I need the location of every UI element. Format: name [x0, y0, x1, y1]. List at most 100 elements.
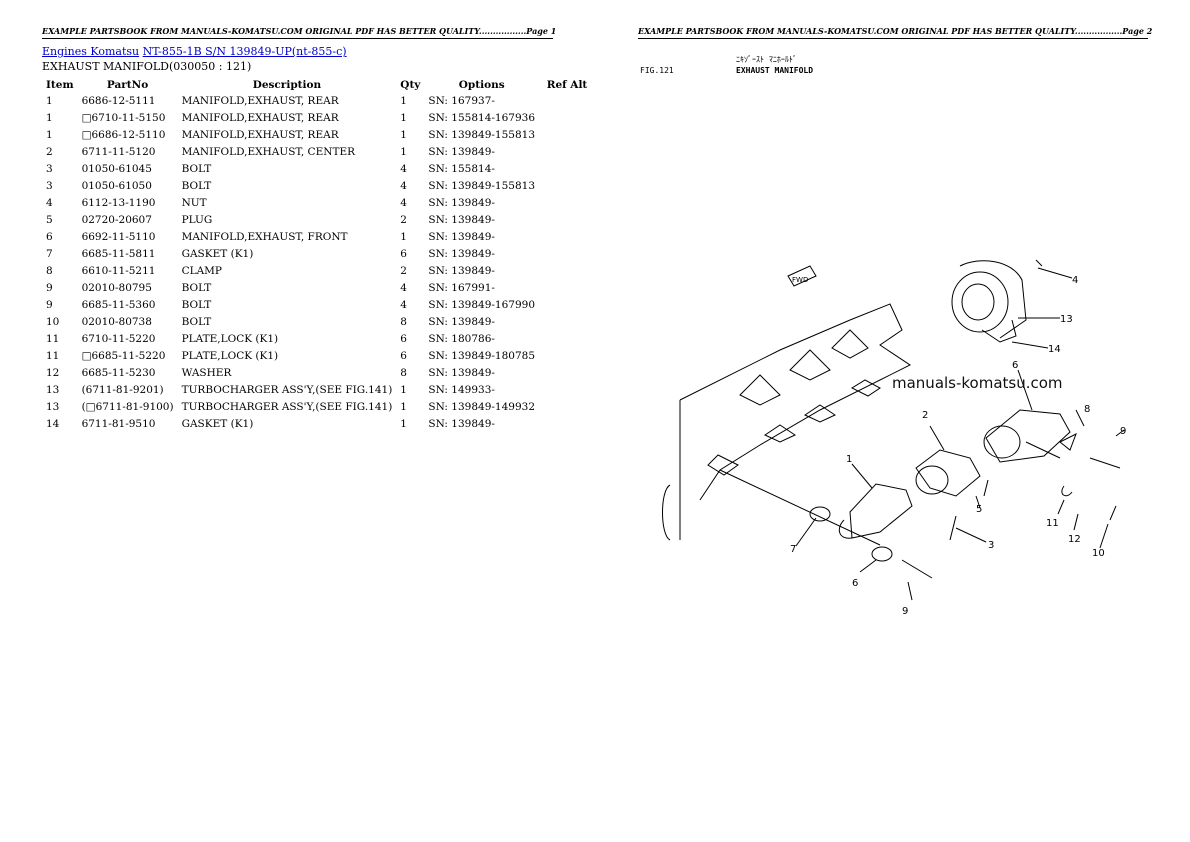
table-header-row: Item PartNo Description Qty Options Ref …: [42, 77, 595, 92]
parts-table: Item PartNo Description Qty Options Ref …: [42, 77, 595, 432]
callout-2: 2: [922, 410, 928, 421]
cell-qty: 1: [400, 128, 407, 141]
cell-description: PLATE,LOCK (K1): [181, 349, 279, 362]
cell-ref-alt: [539, 364, 595, 381]
cell-partno: 6685-11-5230: [81, 366, 156, 379]
cell-ref-alt: [539, 92, 595, 109]
cell-description: TURBOCHARGER ASS'Y,(SEE FIG.141): [181, 400, 393, 413]
callout-9-bottom: 9: [902, 606, 908, 617]
cell-qty: 1: [400, 400, 407, 413]
cell-ref-alt: [539, 245, 595, 262]
cell-options: SN: 180786-: [428, 332, 495, 345]
cell-description: PLUG: [181, 213, 213, 226]
header-description: Description: [252, 78, 322, 91]
cell-partno: (6711-81-9201): [81, 383, 164, 396]
cell-partno: 02010-80795: [81, 281, 152, 294]
cell-ref-alt: [539, 126, 595, 143]
cell-item: 5: [46, 213, 53, 226]
cell-description: NUT: [181, 196, 207, 209]
header-item: Item: [46, 78, 74, 91]
callout-labels: 4 13 14 6 8 9 2 1 7 5 3 6 9 11 12 10: [790, 275, 1126, 617]
cell-description: MANIFOLD,EXHAUST, REAR: [181, 128, 339, 141]
breadcrumb-link-model[interactable]: NT-855-1B S/N 139849-UP(nt-855-c): [142, 45, 347, 58]
cell-item: 13: [46, 400, 60, 413]
breadcrumb-link-engines[interactable]: Engines Komatsu: [42, 45, 140, 58]
callout-3: 3: [988, 540, 994, 551]
callout-5: 5: [976, 504, 982, 515]
cell-description: BOLT: [181, 281, 212, 294]
cell-item: 8: [46, 264, 53, 277]
cell-description: MANIFOLD,EXHAUST, REAR: [181, 94, 339, 107]
cell-item: 10: [46, 315, 60, 328]
cell-options: SN: 139849-: [428, 247, 495, 260]
cell-options: SN: 139849-: [428, 196, 495, 209]
cell-partno: 6685-11-5360: [81, 298, 156, 311]
cell-options: SN: 139849-: [428, 366, 495, 379]
cell-item: 1: [46, 94, 53, 107]
cell-ref-alt: [539, 279, 595, 296]
cell-qty: 2: [400, 213, 407, 226]
cell-partno: (□6711-81-9100): [81, 400, 174, 413]
callout-6-bottom: 6: [852, 578, 858, 589]
cell-partno: 6711-11-5120: [81, 145, 156, 158]
cell-qty: 6: [400, 247, 407, 260]
manifold-rear-part: [838, 483, 913, 539]
cell-options: SN: 149933-: [428, 383, 495, 396]
exhaust-manifold-diagram: FWD: [662, 259, 1126, 617]
figure-jp-title: ﾆｷｿﾞｰｽﾄ ﾏﾆﾎｰﾙﾄﾞ: [736, 55, 797, 64]
cell-options: SN: 139849-: [428, 230, 495, 243]
cell-options: SN: 139849-180785: [428, 349, 536, 362]
cell-item: 7: [46, 247, 53, 260]
cell-item: 11: [46, 332, 60, 345]
cell-partno: 02720-20607: [81, 213, 152, 226]
cell-item: 6: [46, 230, 53, 243]
cell-item: 9: [46, 281, 53, 294]
cell-ref-alt: [539, 143, 595, 160]
cell-ref-alt: [539, 398, 595, 415]
cell-description: BOLT: [181, 298, 212, 311]
cell-qty: 4: [400, 196, 407, 209]
fwd-arrow-icon: FWD: [787, 265, 817, 287]
header-qty: Qty: [400, 78, 421, 91]
cell-options: SN: 139849-155813: [428, 128, 536, 141]
cell-description: BOLT: [181, 162, 212, 175]
cell-ref-alt: [539, 211, 595, 228]
cell-description: BOLT: [181, 179, 212, 192]
cell-partno: 6711-81-9510: [81, 417, 156, 430]
callout-12: 12: [1068, 534, 1081, 545]
fwd-label: FWD: [792, 276, 808, 284]
callout-14: 14: [1048, 344, 1061, 355]
cell-options: SN: 139849-155813: [428, 179, 536, 192]
cell-description: PLATE,LOCK (K1): [181, 332, 279, 345]
section-title: EXHAUST MANIFOLD(030050 : 121): [42, 60, 252, 73]
cell-ref-alt: [539, 160, 595, 177]
cell-options: SN: 139849-: [428, 145, 495, 158]
cell-partno: 6710-11-5220: [81, 332, 156, 345]
cell-options: SN: 139849-: [428, 213, 495, 226]
cell-partno: 6685-11-5811: [81, 247, 156, 260]
cell-ref-alt: [539, 194, 595, 211]
header-ref-alt: Ref Alt: [546, 78, 588, 91]
cell-qty: 1: [400, 111, 407, 124]
header-partno: PartNo: [106, 78, 149, 91]
cell-options: SN: 139849-: [428, 315, 495, 328]
cell-partno: 01050-61050: [81, 179, 152, 192]
cell-ref-alt: [539, 109, 595, 126]
cell-ref-alt: [539, 228, 595, 245]
cell-item: 2: [46, 145, 53, 158]
cell-qty: 4: [400, 281, 407, 294]
cell-ref-alt: [539, 177, 595, 194]
cell-qty: 4: [400, 162, 407, 175]
